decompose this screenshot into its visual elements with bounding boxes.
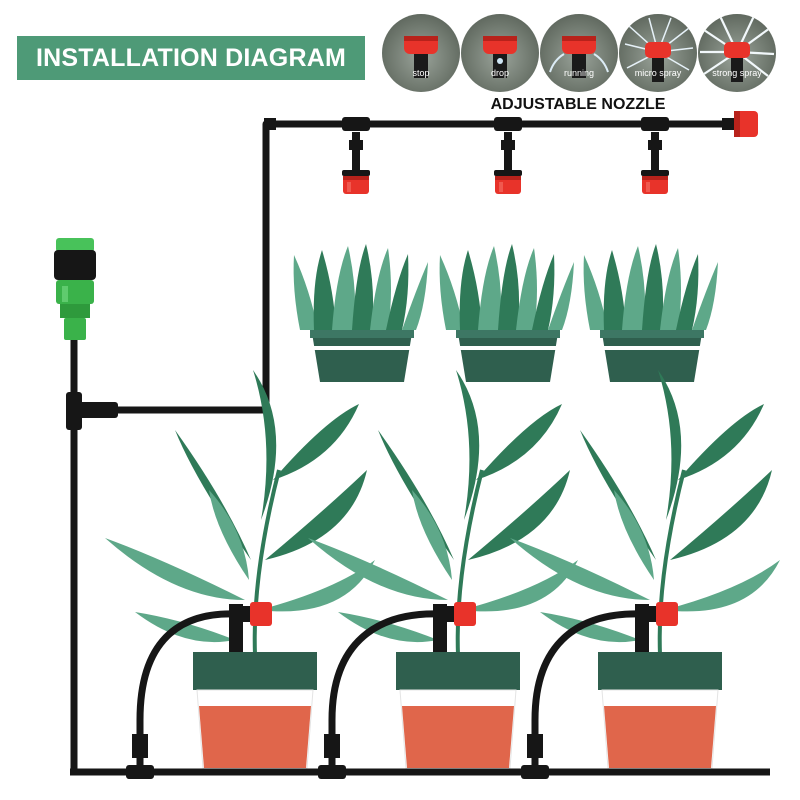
nozzle-stop-icon <box>404 36 438 78</box>
nozzle-mode-label: stop <box>412 68 430 78</box>
nozzle-mode-stop: stop <box>382 14 460 92</box>
nozzle-mode-micro-spray: micro spray <box>619 14 697 92</box>
stake-nozzle-icon <box>635 602 678 652</box>
nozzle-mode-label: running <box>563 68 595 78</box>
nozzle-running-icon <box>549 36 609 78</box>
stake-nozzle-icon <box>433 602 476 652</box>
hose-connector-icon <box>54 238 96 340</box>
succulent-pot <box>583 244 718 382</box>
nozzle-mode-label: strong spray <box>712 68 762 78</box>
nozzle-micro-spray-icon <box>624 17 694 82</box>
succulent-pot <box>293 244 428 382</box>
succulent-plants <box>293 244 718 382</box>
nozzle-mode-drop: drop <box>461 14 539 92</box>
leafy-pot <box>308 370 578 769</box>
leafy-plants <box>105 370 780 769</box>
page-title: INSTALLATION DIAGRAM <box>17 36 365 80</box>
nozzle-heading: ADJUSTABLE NOZZLE <box>490 96 666 113</box>
nozzle-strong-spray-icon <box>700 15 775 82</box>
stake-nozzle-icon <box>229 602 272 652</box>
leafy-pot <box>510 370 780 769</box>
bottom-drip-line <box>70 602 770 779</box>
nozzle-mode-label: drop <box>490 68 509 78</box>
nozzle-mode-label: micro spray <box>634 68 682 78</box>
nozzle-drop-icon <box>483 36 517 78</box>
succulent-pot <box>439 244 574 382</box>
top-drip-line <box>74 111 758 414</box>
nozzle-mode-strong-spray: strong spray <box>698 14 776 92</box>
nozzle-mode-running: running <box>540 14 618 92</box>
